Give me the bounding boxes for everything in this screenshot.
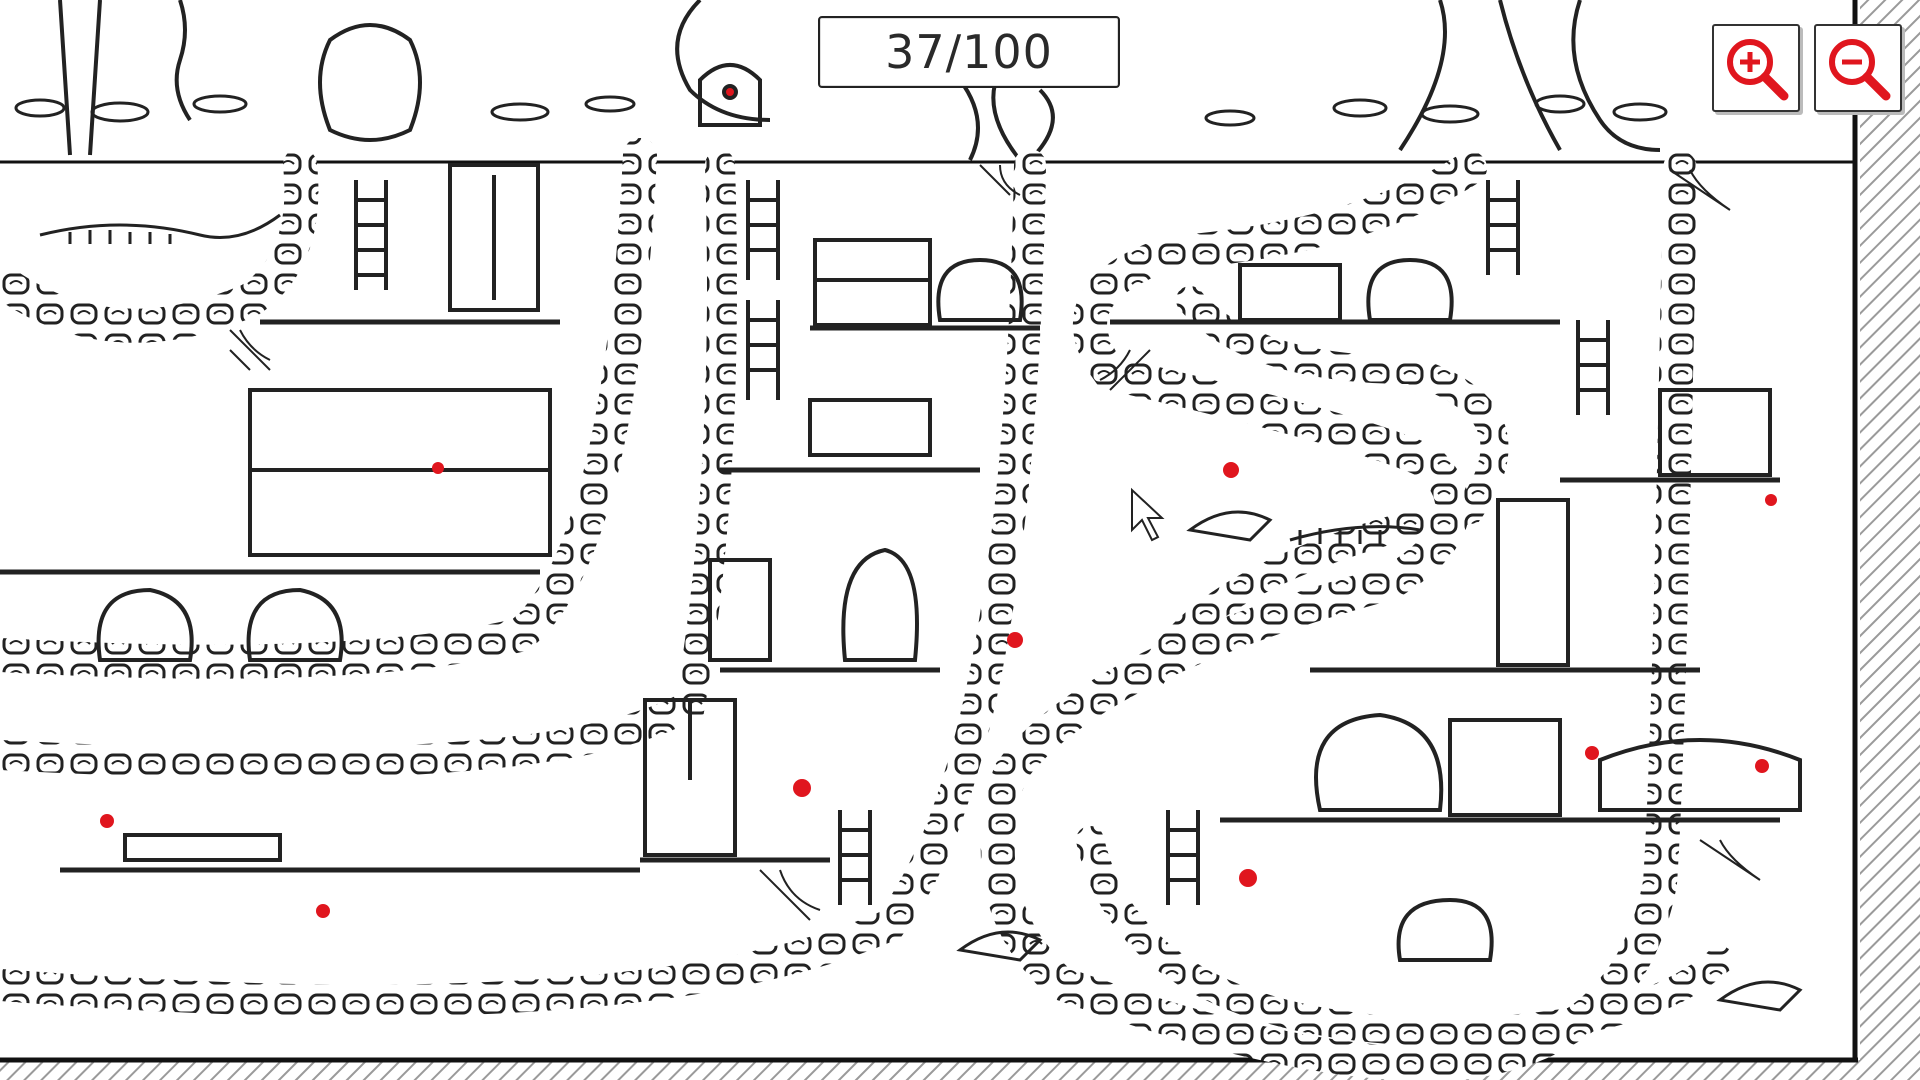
furniture-sketches xyxy=(96,163,1802,962)
frame-hatch-bottom xyxy=(0,1060,1920,1080)
surface-trees xyxy=(58,0,1661,162)
magnifier-minus-icon xyxy=(1829,39,1891,101)
dinosaur-skeletons xyxy=(39,213,1803,1012)
ladders xyxy=(354,180,1610,905)
mouse-cursor xyxy=(1131,487,1165,542)
zoom-out-button[interactable] xyxy=(1814,24,1902,112)
found-counter: 37/100 xyxy=(818,16,1120,88)
tunnel-walls xyxy=(0,138,1734,1080)
cobwebs xyxy=(229,164,1761,921)
frame-hatch-right xyxy=(1860,0,1920,1080)
zoom-in-button[interactable] xyxy=(1712,24,1800,112)
magnifier-plus-icon xyxy=(1727,39,1789,101)
tree-house-door xyxy=(698,63,762,127)
found-objects xyxy=(100,462,1777,918)
